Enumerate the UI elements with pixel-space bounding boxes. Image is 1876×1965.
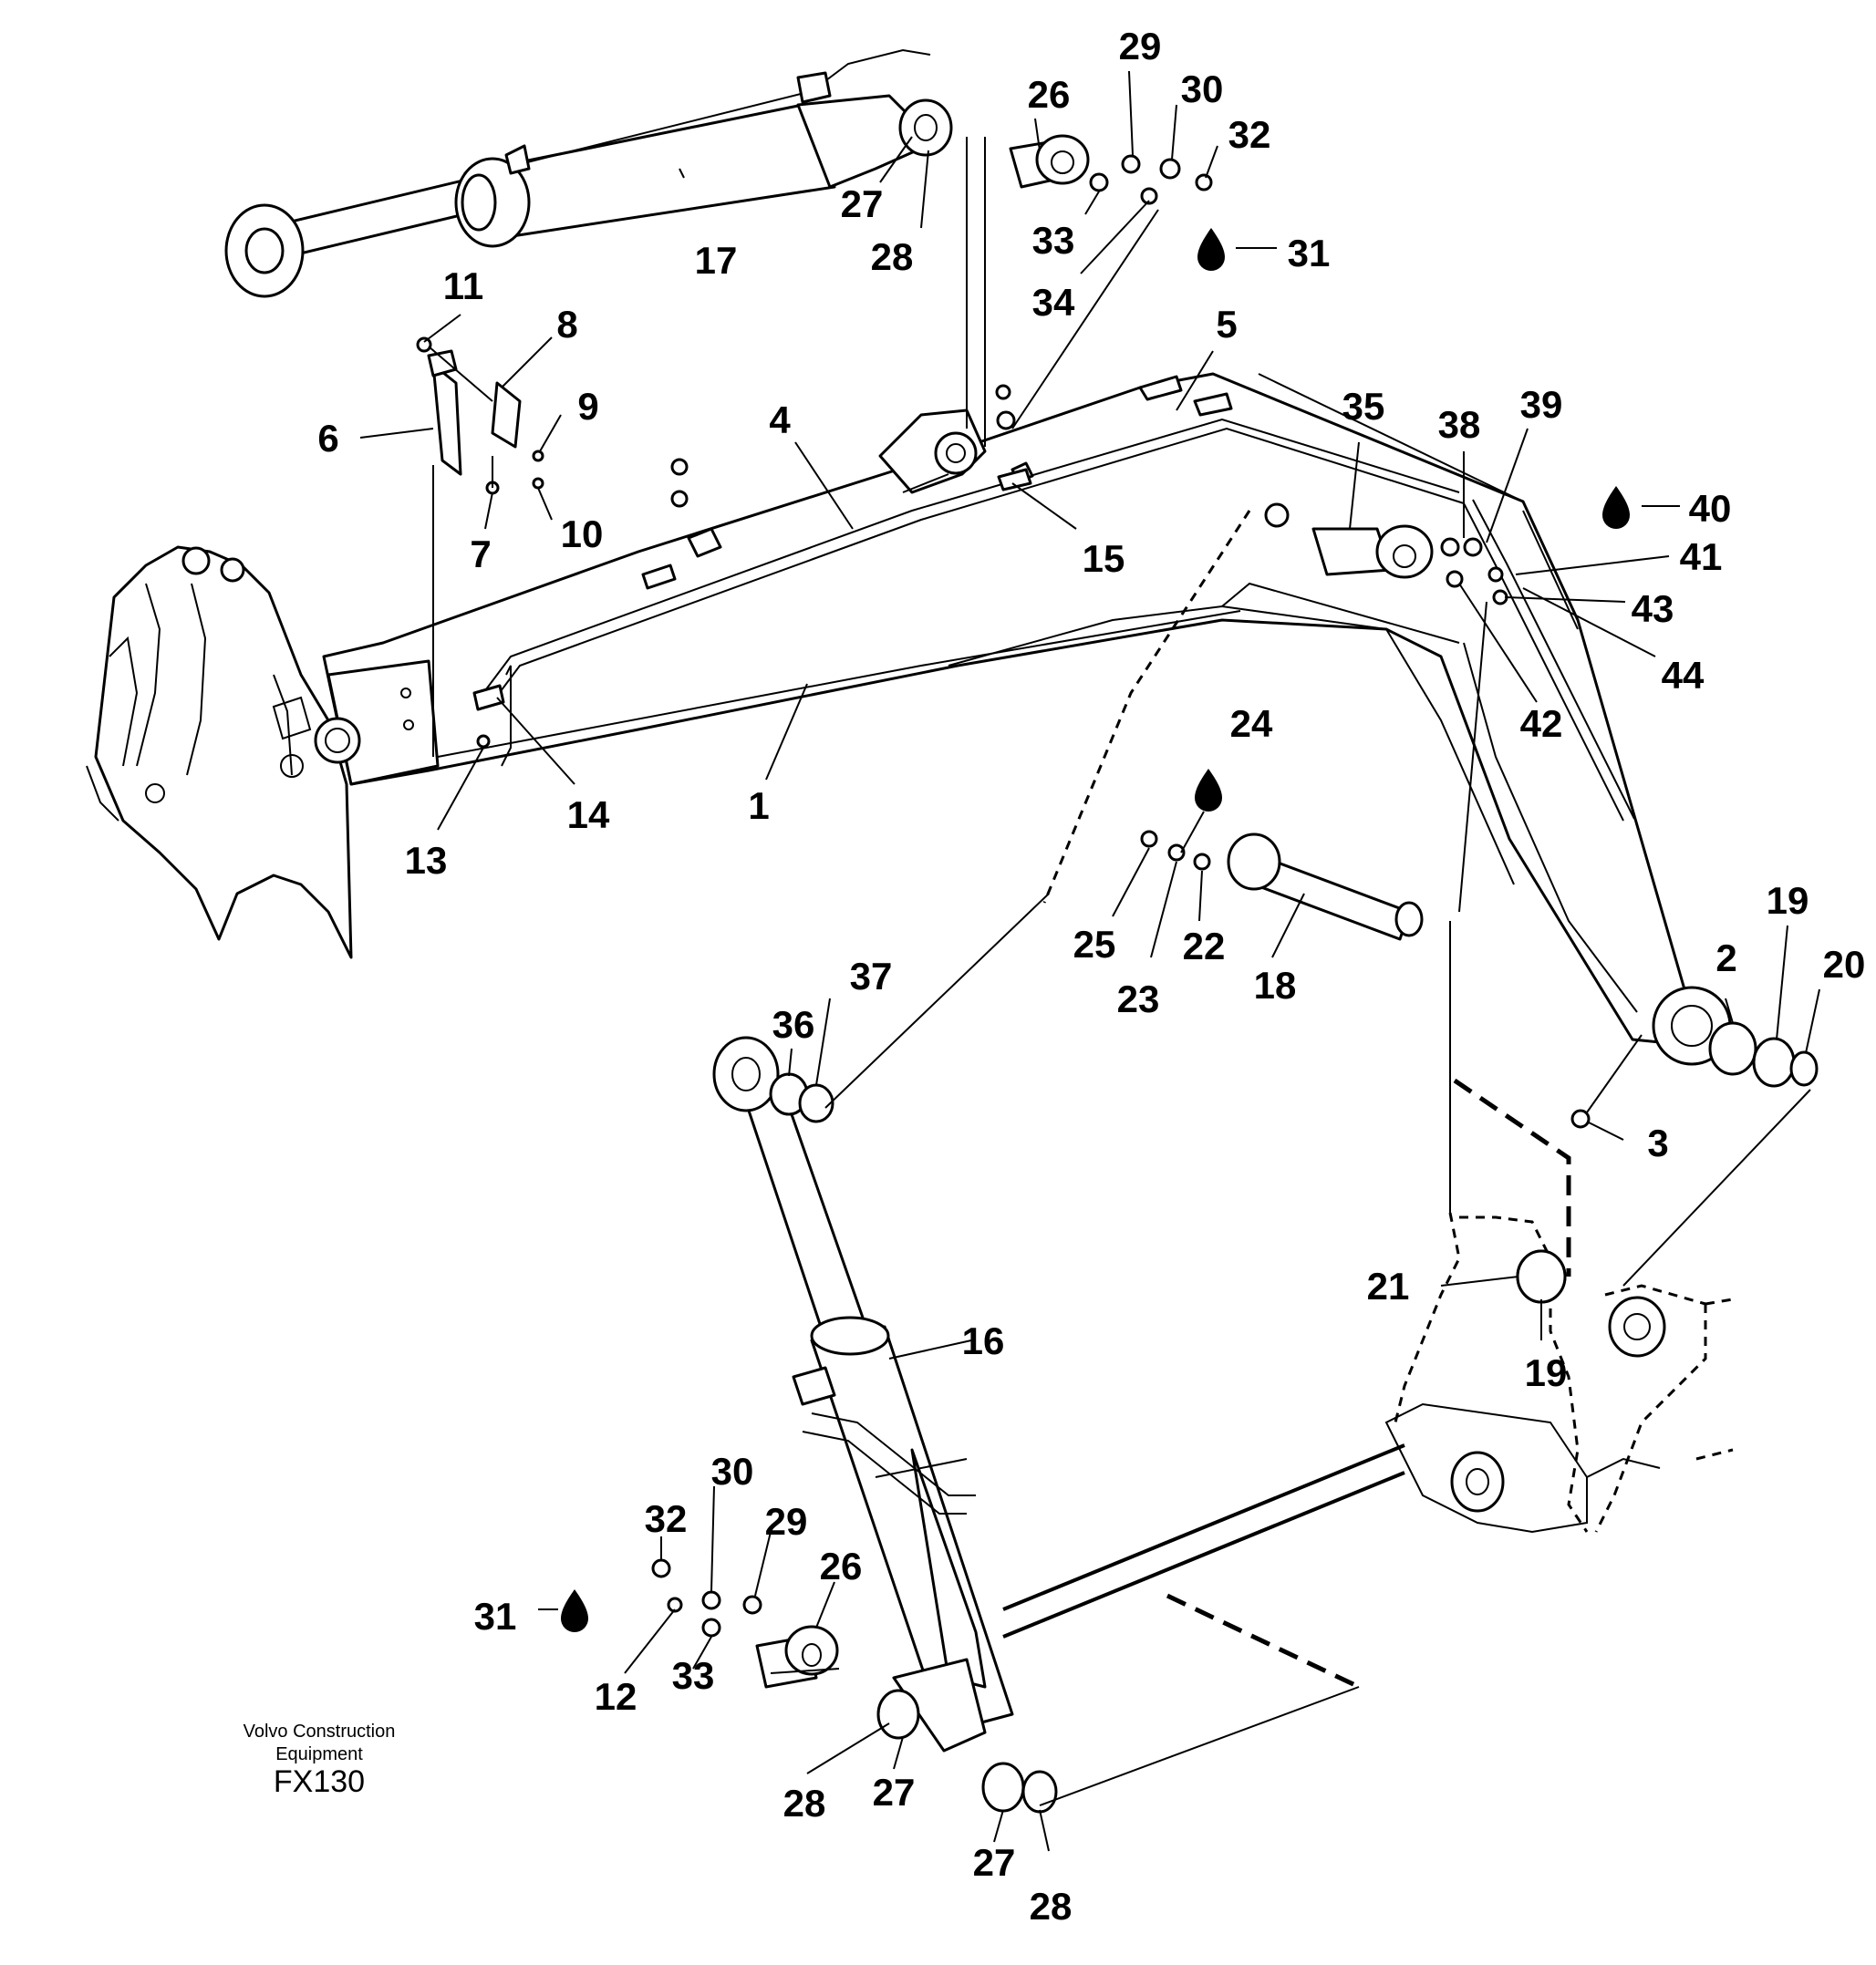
callout-label: 28 [1030, 1885, 1073, 1928]
caption: Volvo Construction Equipment FX130 [244, 1722, 396, 1799]
callout-label: 41 [1680, 535, 1723, 578]
lower-hydraulic-cylinder [712, 1036, 1014, 1753]
leader-lines [359, 70, 1820, 1852]
callout-label: 37 [850, 955, 893, 998]
callout-label: 11 [443, 264, 483, 307]
boom-mount-bracket [86, 545, 353, 959]
oil-drop-icon [561, 1589, 588, 1632]
callout-label: 23 [1117, 977, 1160, 1020]
callout-label: 6 [317, 417, 338, 460]
callout-label: 9 [577, 385, 598, 428]
callout-label: 16 [962, 1319, 1005, 1362]
callout-label: 26 [820, 1545, 863, 1588]
oil-drop-icon [1602, 486, 1630, 529]
callout-label: 32 [1228, 113, 1271, 156]
callout-label: 27 [873, 1771, 916, 1814]
callout-label: 33 [672, 1654, 715, 1697]
callout-label: 27 [841, 182, 884, 225]
callout-label: 40 [1689, 487, 1732, 530]
callout-label: 39 [1520, 383, 1563, 426]
upper-hydraulic-cylinder [224, 48, 953, 298]
callout-label: 13 [405, 839, 448, 882]
callout-label: 3 [1647, 1122, 1668, 1164]
callout-label: 2 [1715, 936, 1736, 979]
callout-label: 15 [1083, 537, 1125, 580]
callout-label: 42 [1520, 702, 1563, 745]
callout-label: 30 [711, 1450, 754, 1493]
hose-bracket [416, 336, 544, 757]
callout-label: 29 [1119, 25, 1162, 67]
callout-label: 14 [567, 793, 610, 836]
callout-label: 22 [1183, 925, 1226, 967]
assembly-lines [770, 137, 1811, 1806]
callout-label: 35 [1342, 385, 1385, 428]
oil-drop-icon [1195, 769, 1222, 812]
pins-and-washers [472, 134, 1819, 1814]
callout-label: 33 [1032, 219, 1075, 262]
callout-label: 43 [1632, 587, 1674, 630]
callout-label: 24 [1230, 702, 1273, 745]
callout-label: 38 [1438, 403, 1481, 446]
caption-equipment: Equipment [275, 1744, 363, 1764]
callout-label: 31 [474, 1595, 517, 1638]
callout-label: 44 [1662, 654, 1705, 697]
callout-label: 25 [1073, 923, 1116, 966]
oil-drop-icon [1197, 228, 1225, 271]
callout-label: 30 [1181, 67, 1224, 110]
callout-label: 7 [470, 533, 491, 575]
callout-label: 21 [1367, 1265, 1410, 1308]
caption-model-code: FX130 [274, 1764, 365, 1799]
callout-label: 27 [973, 1841, 1016, 1884]
callout-label: 36 [772, 1003, 815, 1046]
callout-label: 4 [769, 398, 791, 441]
callout-labels: 29 26 30 32 27 17 28 33 31 34 11 8 5 9 6… [317, 25, 1865, 1928]
callout-label: 31 [1288, 232, 1331, 274]
callout-label: 20 [1823, 943, 1866, 986]
callout-label: 26 [1028, 73, 1071, 116]
callout-label: 8 [556, 303, 577, 346]
callout-label: 10 [561, 512, 604, 555]
callout-label: 19 [1767, 879, 1809, 922]
callout-label: 29 [765, 1500, 808, 1543]
callout-label: 12 [595, 1675, 637, 1718]
caption-company: Volvo Construction [244, 1722, 396, 1742]
callout-label: 5 [1216, 303, 1237, 346]
callout-label: 32 [645, 1497, 688, 1540]
callout-label: 18 [1254, 964, 1297, 1007]
callout-label: 1 [748, 784, 769, 827]
callout-label: 17 [695, 239, 738, 282]
callout-label: 19 [1525, 1351, 1568, 1394]
callout-label: 34 [1032, 281, 1075, 324]
callout-label: 28 [871, 235, 914, 278]
callout-label: 28 [783, 1782, 826, 1825]
grease-points [561, 228, 1630, 1632]
